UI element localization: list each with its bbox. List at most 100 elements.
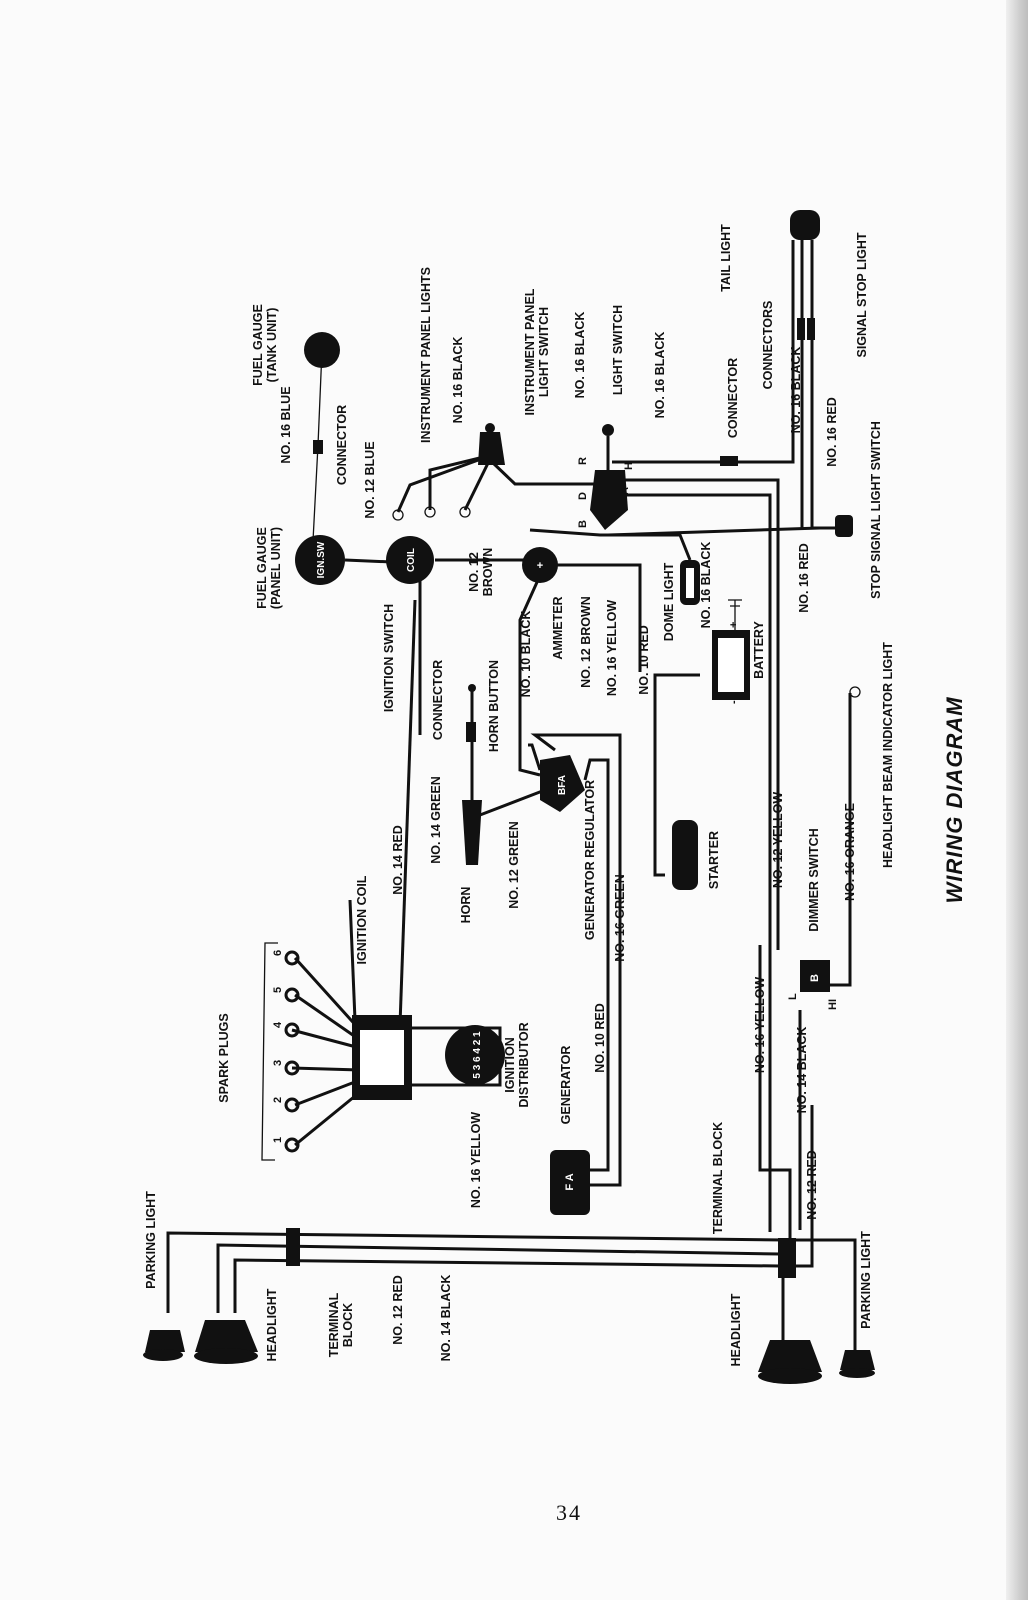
ignition-switch-icon	[295, 535, 345, 585]
terminal-block-right-icon	[778, 1238, 796, 1278]
label-no10-red-b: NO. 10 RED	[593, 1003, 607, 1072]
distributor-numbers: 5 3 6 4 2 1	[472, 1031, 483, 1079]
generator-mark: F A	[564, 1173, 576, 1190]
label-no16-blue: NO. 16 BLUE	[279, 386, 293, 463]
wire-plug-4	[291, 1028, 361, 1050]
wire-plug-1	[294, 1090, 361, 1147]
label-fuel-gauge-tank-2: (TANK UNIT)	[265, 308, 279, 383]
label-no12-blue: NO. 12 BLUE	[363, 441, 377, 518]
wire-no16-green	[530, 733, 622, 1187]
generator-icon	[550, 1150, 590, 1215]
label-parking-light-bottom: PARKING LIGHT	[859, 1231, 873, 1329]
page-edge-shadow	[1006, 0, 1028, 1600]
dimmer-hi: HI	[827, 999, 839, 1010]
label-starter: STARTER	[707, 831, 721, 889]
label-instrument-panel-lights: INSTRUMENT PANEL LIGHTS	[419, 267, 433, 443]
label-no14-black-b: NO. 14 BLACK	[439, 1275, 453, 1362]
connector-fuel-icon	[313, 440, 323, 454]
light-switch-a: A	[619, 487, 631, 495]
horn-button-icon	[468, 684, 476, 692]
dome-light-lens	[686, 568, 694, 598]
label-terminal-block-left-2: BLOCK	[341, 1303, 355, 1347]
page-number: 34	[556, 1500, 582, 1525]
label-parking-light-top: PARKING LIGHT	[144, 1191, 158, 1289]
headlight-beam-indicator-icon	[849, 686, 861, 698]
wire-no10-black	[518, 579, 541, 777]
label-headlight-beam-indicator-light: HEADLIGHT BEAM INDICATOR LIGHT	[881, 642, 895, 868]
light-switch-r: R	[577, 457, 589, 465]
label-no16-black-d: NO. 16 BLACK	[789, 347, 803, 434]
wires	[166, 240, 857, 1360]
light-switch-icon	[590, 470, 628, 530]
label-fuel-gauge-panel-2: (PANEL UNIT)	[269, 527, 283, 609]
headlight-top-icon	[195, 1320, 258, 1352]
spark-plugs-icon	[284, 950, 300, 1153]
label-no12-brown-a-1: NO. 12	[467, 552, 481, 592]
label-no12-yellow: NO. 12 YELLOW	[771, 792, 785, 889]
label-no16-yellow-b: NO. 16 YELLOW	[469, 1112, 483, 1209]
instrument-panel-knob-icon	[485, 423, 495, 433]
label-no14-black-a: NO. 14 BLACK	[795, 1027, 809, 1114]
label-ammeter: AMMETER	[551, 596, 565, 659]
plug-number-3: 3	[272, 1060, 284, 1066]
wire-plug-2	[294, 1078, 361, 1107]
label-no14-green: NO. 14 GREEN	[429, 776, 443, 864]
label-dome-light: DOME LIGHT	[662, 562, 676, 641]
label-ignition-coil: IGNITION COIL	[355, 875, 369, 964]
label-fuel-gauge-panel-1: FUEL GAUGE	[255, 527, 269, 609]
wire-plug-5	[294, 993, 361, 1042]
label-no14-red: NO. 14 RED	[391, 825, 405, 894]
label-instrument-panel-light-switch-1: INSTRUMENT PANEL	[523, 288, 537, 415]
panel-light-c-icon	[459, 506, 471, 518]
label-no12-brown-b: NO. 12 BROWN	[579, 596, 593, 688]
fuel-gauge-tank-unit-icon	[304, 332, 340, 368]
connector-tail-b-icon	[807, 318, 815, 340]
label-connector-horn: CONNECTOR	[431, 660, 445, 740]
wire-no16-blue	[311, 349, 323, 561]
wire-light-switch-to-terminal	[612, 493, 772, 1232]
labels: FUEL GAUGE (TANK UNIT) FUEL GAUGE (PANEL…	[144, 224, 967, 1367]
label-no16-black-e: NO. 16 BLACK	[699, 542, 713, 629]
distributor-icon	[445, 1025, 505, 1085]
label-no16-black-a: NO. 16 BLACK	[451, 337, 465, 424]
label-no16-yellow-a: NO. 16 YELLOW	[605, 600, 619, 697]
wire-headlight-upper-pair	[216, 1243, 790, 1313]
terminal-block-left-icon	[286, 1228, 300, 1266]
label-no10-red-a: NO. 10 RED	[637, 625, 651, 694]
label-no16-black-b: NO. 16 BLACK	[573, 312, 587, 399]
light-switch-knob-icon	[602, 424, 614, 436]
plug-number-2: 2	[272, 1097, 284, 1103]
plug-number-6: 6	[272, 950, 284, 956]
wire-no12-yellow	[612, 478, 780, 950]
headlight-bottom-icon	[758, 1340, 822, 1372]
diagram-title: WIRING DIAGRAM	[942, 696, 967, 903]
label-ignition-distributor-1: IGNITION	[503, 1037, 517, 1093]
wire-no12-green	[479, 788, 546, 817]
headlight-top-lens	[194, 1348, 258, 1364]
wire-no12-brown-b	[529, 528, 692, 561]
dimmer-b: B	[809, 974, 821, 982]
battery-inner	[718, 638, 744, 692]
label-fuel-gauge-tank-1: FUEL GAUGE	[251, 304, 265, 386]
wire-no10-red-a	[555, 563, 642, 672]
ammeter-icon	[522, 547, 558, 583]
label-tail-light: TAIL LIGHT	[719, 224, 733, 292]
battery-minus: -	[728, 700, 740, 704]
dimmer-switch-icon	[800, 960, 830, 992]
label-generator-regulator: GENERATOR REGULATOR	[583, 780, 597, 940]
label-stop-signal-light-switch: STOP SIGNAL LIGHT SWITCH	[869, 421, 883, 599]
parking-light-top-icon	[145, 1330, 185, 1352]
label-ignition-distributor-2: DISTRIBUTOR	[517, 1022, 531, 1107]
label-spark-plugs: SPARK PLUGS	[217, 1013, 231, 1102]
label-light-switch: LIGHT SWITCH	[611, 305, 625, 395]
wire-headlight-lower-pair	[233, 1105, 814, 1313]
label-no16-green: NO. 16 GREEN	[613, 874, 627, 962]
wire-no12-blue	[344, 558, 393, 564]
plug-number-5: 5	[272, 987, 284, 993]
starter-icon	[672, 820, 698, 890]
spark-plugs-bracket	[261, 942, 278, 1161]
label-generator: GENERATOR	[559, 1046, 573, 1125]
connector-mid-icon	[720, 456, 738, 466]
wire-no14-red	[398, 599, 417, 1026]
